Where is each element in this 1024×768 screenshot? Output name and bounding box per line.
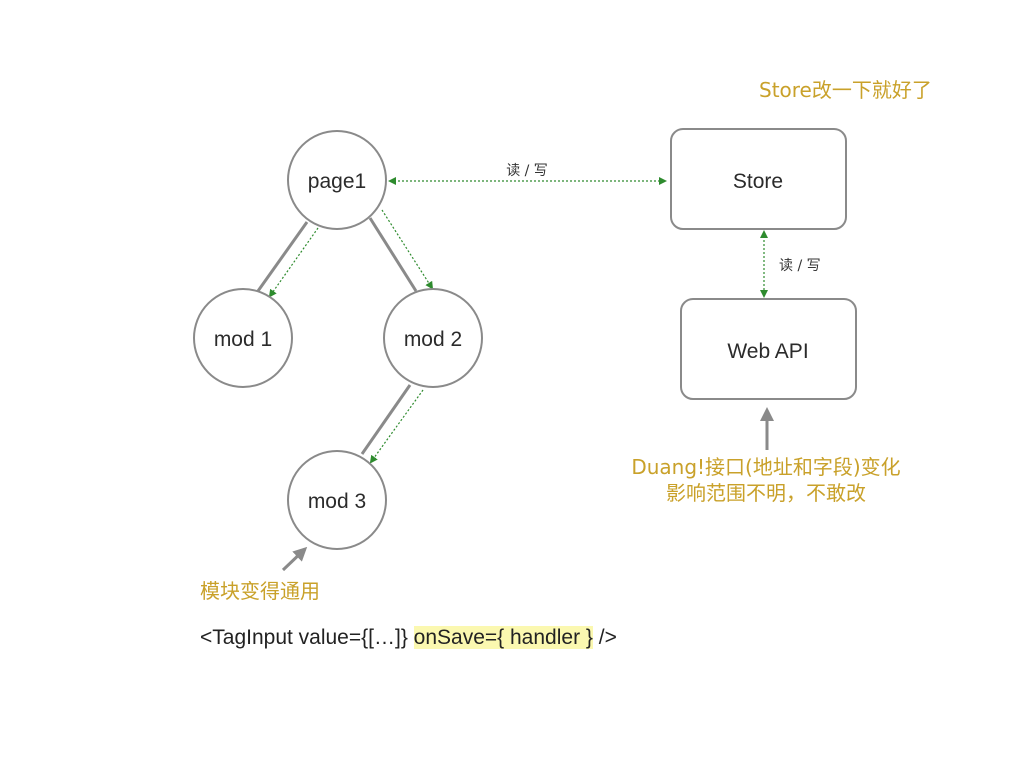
node-page1: page1	[287, 130, 387, 230]
api-change-note: Duang!接口(地址和字段)变化 影响范围不明，不敢改	[600, 454, 932, 506]
flow-page1-to-mod2	[381, 209, 434, 290]
code-snippet: <TagInput value={[…]} onSave={ handler }…	[200, 622, 617, 654]
api-change-note-line1: Duang!接口(地址和字段)变化	[631, 455, 901, 479]
flow-mod2-to-mod3	[369, 389, 424, 464]
node-mod2-label: mod 2	[404, 328, 462, 351]
node-mod3: mod 3	[287, 450, 387, 550]
code-highlight: onSave={ handler }	[413, 626, 593, 649]
code-prefix: <TagInput value={[…]}	[200, 626, 414, 649]
node-mod1-label: mod 1	[214, 328, 272, 351]
edge-label-page1-store: 读 / 写	[506, 162, 548, 179]
edge-page1-mod2	[368, 217, 418, 292]
store-note: Store改一下就好了	[759, 78, 932, 102]
node-webapi-label: Web API	[727, 340, 808, 363]
flow-page1-to-mod1	[268, 227, 319, 298]
node-store: Store	[670, 128, 847, 230]
edge-page1-mod1	[256, 221, 309, 292]
node-store-label: Store	[733, 170, 783, 193]
node-webapi: Web API	[680, 298, 857, 400]
api-change-note-line2: 影响范围不明，不敢改	[666, 481, 866, 505]
edge-label-store-webapi: 读 / 写	[779, 257, 821, 274]
node-mod2: mod 2	[383, 288, 483, 388]
node-mod3-label: mod 3	[308, 490, 366, 513]
module-generic-note: 模块变得通用	[200, 579, 320, 603]
edge-mod2-mod3	[360, 384, 412, 455]
pointer-arrow-mod3	[281, 546, 308, 572]
node-mod1: mod 1	[193, 288, 293, 388]
code-suffix: />	[592, 626, 617, 649]
node-page1-label: page1	[308, 170, 366, 193]
